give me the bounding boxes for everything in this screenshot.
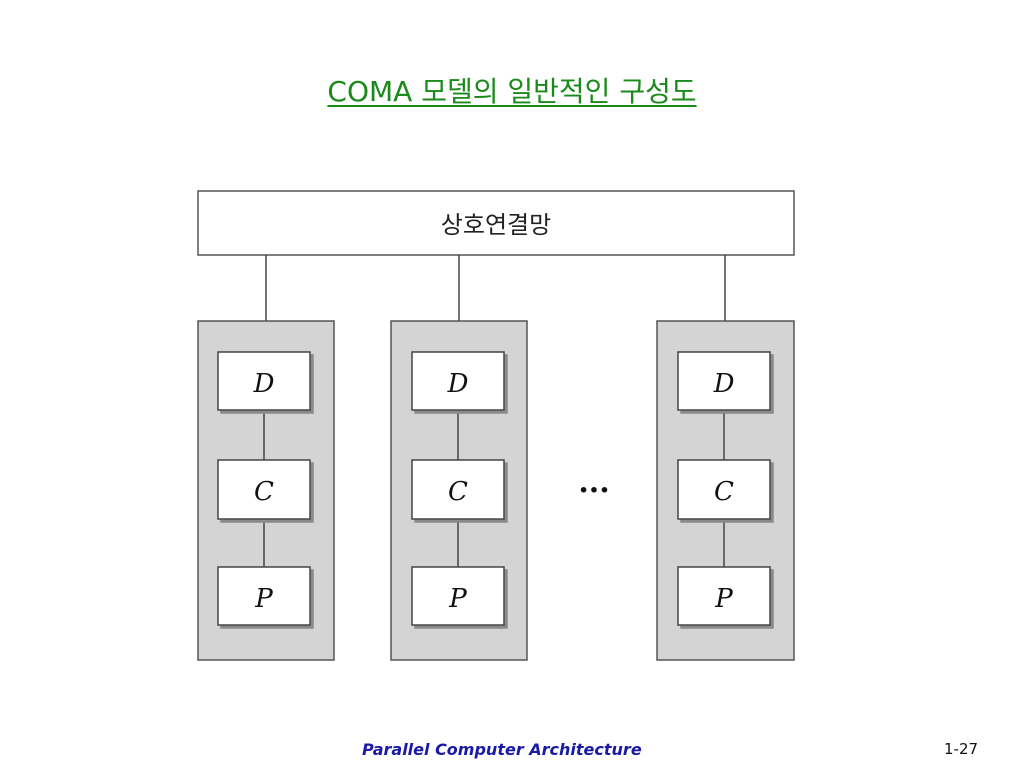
node-1: D C P [197, 255, 335, 661]
node-2-cache-box [411, 459, 505, 520]
slide-title: COMA 모델의 일반적인 구성도 [327, 75, 697, 108]
node-1-cache-label: C [254, 477, 274, 507]
node-2-directory-box [411, 351, 505, 411]
more-nodes-ellipsis: ··· [578, 473, 609, 508]
node-1-processor-box [217, 566, 311, 626]
interconnect-label: 상호연결망 [441, 211, 551, 239]
node-3-cache-box [677, 459, 771, 520]
node-2-processor-label: P [448, 584, 467, 614]
node-3: D C P [656, 255, 795, 661]
node-2: D C P [390, 255, 528, 661]
node-2-processor-box [411, 566, 505, 626]
node-1-cache-box [217, 459, 311, 520]
node-3-processor-label: P [714, 584, 733, 614]
node-1-directory-box [217, 351, 311, 411]
node-1-processor-label: P [254, 584, 273, 614]
node-3-cache-label: C [714, 477, 734, 507]
page-number: 1-27 [944, 740, 979, 758]
node-3-directory-label: D [713, 369, 735, 399]
node-3-processor-box [677, 566, 771, 626]
node-1-directory-label: D [253, 369, 275, 399]
node-2-directory-label: D [447, 369, 469, 399]
node-3-directory-box [677, 351, 771, 411]
interconnect-box [197, 190, 795, 256]
slide-footer: Parallel Computer Architecture [362, 740, 642, 759]
interconnect-network: 상호연결망 [197, 190, 795, 256]
node-2-cache-label: C [448, 477, 468, 507]
